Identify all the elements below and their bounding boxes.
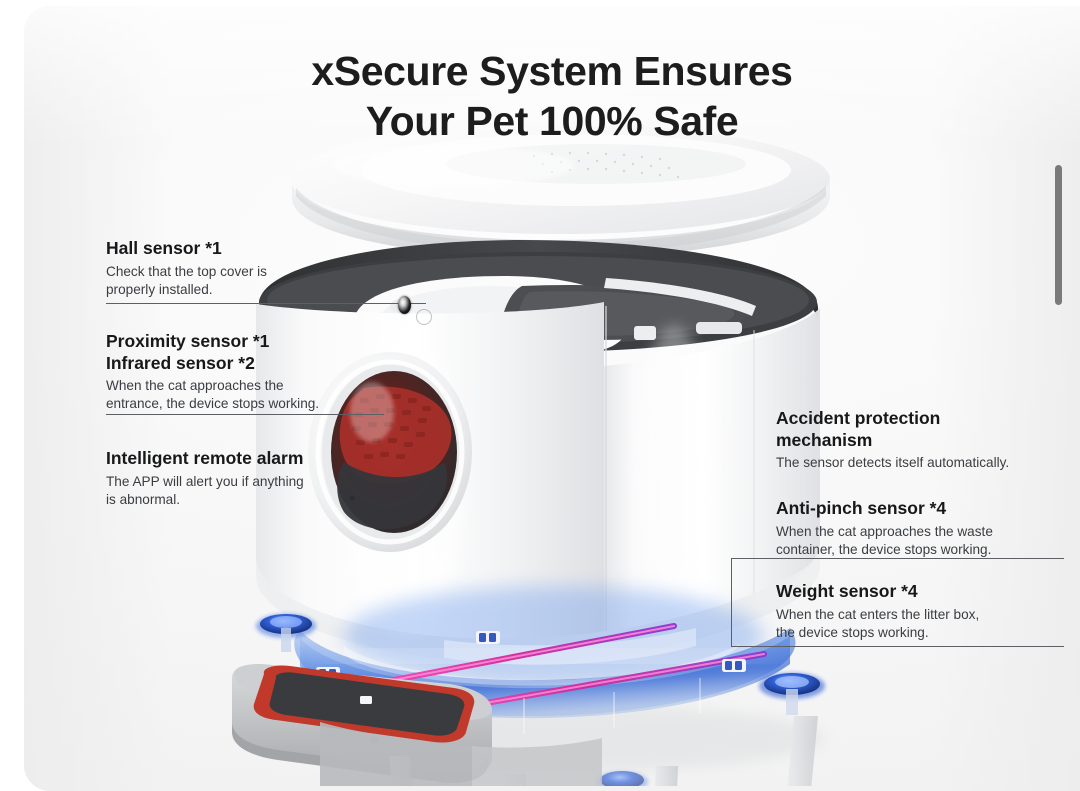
callout-weight-sensor: Weight sensor *4 When the cat enters the… xyxy=(776,581,1076,642)
callout-proximity-infrared-body: When the cat approaches the entrance, th… xyxy=(106,378,320,412)
entrance-opening xyxy=(308,352,472,552)
page-title-line-1: xSecure System Ensures xyxy=(311,48,793,94)
callout-weight-sensor-body: When the cat enters the litter box, the … xyxy=(776,606,980,640)
callout-hall-sensor-body: Check that the top cover is properly ins… xyxy=(106,263,267,297)
callout-accident-protection: Accident protection mechanism The sensor… xyxy=(776,408,1076,472)
top-cover xyxy=(292,126,830,258)
scrollbar-track[interactable] xyxy=(1055,0,1072,791)
callout-proximity-infrared-title: Proximity sensor *1 Infrared sensor *2 xyxy=(106,331,270,373)
callout-anti-pinch-sensor: Anti-pinch sensor *4 When the cat approa… xyxy=(776,498,1076,559)
leader-line-anti-pinch-top xyxy=(731,558,1064,559)
leader-line-weight-sensor xyxy=(731,646,1064,647)
leader-line-proximity-infrared xyxy=(106,414,384,415)
scrollbar-thumb[interactable] xyxy=(1055,165,1062,305)
callout-intelligent-remote-alarm-body: The APP will alert you if anything is ab… xyxy=(106,473,304,507)
leader-line-hall-sensor xyxy=(106,303,426,304)
callout-anti-pinch-sensor-title: Anti-pinch sensor *4 xyxy=(776,498,947,518)
product-illustration xyxy=(204,126,904,786)
callout-hall-sensor-title: Hall sensor *1 xyxy=(106,238,222,258)
hall-sensor-ring-icon xyxy=(416,309,432,325)
callout-weight-sensor-title: Weight sensor *4 xyxy=(776,581,918,601)
callout-intelligent-remote-alarm-title: Intelligent remote alarm xyxy=(106,448,304,468)
callout-anti-pinch-sensor-body: When the cat approaches the waste contai… xyxy=(776,523,993,557)
callout-proximity-infrared: Proximity sensor *1 Infrared sensor *2 W… xyxy=(106,331,396,414)
callout-intelligent-remote-alarm: Intelligent remote alarm The APP will al… xyxy=(106,448,386,509)
callout-accident-protection-body: The sensor detects itself automatically. xyxy=(776,455,1010,471)
hall-sensor-marker xyxy=(398,296,411,314)
callout-hall-sensor: Hall sensor *1 Check that the top cover … xyxy=(106,238,376,299)
content-card: xSecure System Ensures Your Pet 100% Saf… xyxy=(24,6,1080,791)
support-legs xyxy=(320,716,818,786)
callout-accident-protection-title: Accident protection mechanism xyxy=(776,408,941,450)
leader-line-anti-pinch-vertical xyxy=(731,558,732,646)
page-title: xSecure System Ensures Your Pet 100% Saf… xyxy=(24,46,1080,146)
page-title-line-2: Your Pet 100% Safe xyxy=(365,98,739,145)
